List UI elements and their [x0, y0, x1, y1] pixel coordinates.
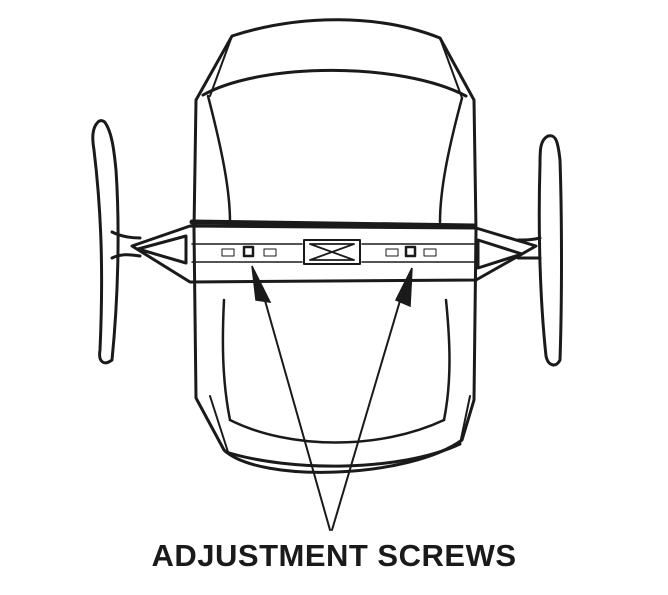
car-body-outline — [192, 18, 478, 474]
pointer-arrowhead-left — [251, 265, 272, 303]
pointer-line-right — [331, 293, 403, 531]
center-target-cross — [309, 243, 355, 261]
rear-corner-right — [459, 395, 471, 445]
center-target-box — [303, 239, 361, 265]
right-triangle-marker — [476, 238, 524, 270]
roof-inner-left — [206, 94, 232, 224]
windshield-front-edge — [201, 68, 468, 98]
rear-corner-left — [209, 395, 229, 453]
fixture-beam-top-edge — [189, 219, 477, 229]
hood-side-right — [439, 37, 463, 99]
hood-side-left — [209, 35, 233, 97]
pointer-line-left — [261, 289, 331, 531]
adjustment-screw-left — [242, 245, 255, 258]
roof-inner-right — [438, 96, 464, 224]
rear-inner-left — [221, 298, 232, 422]
left-triangle-marker — [136, 234, 188, 265]
rear-bumper-line — [224, 442, 462, 468]
pointer-arrowhead-right — [394, 267, 413, 308]
left-arm-connector — [110, 230, 142, 260]
slot-left-1 — [221, 248, 235, 257]
slot-right-2 — [423, 248, 437, 257]
rear-window-edge — [228, 418, 446, 444]
slot-right-1 — [385, 248, 399, 257]
left-arm — [91, 119, 120, 365]
fixture-beam — [130, 224, 538, 284]
slot-left-2 — [263, 248, 277, 257]
rear-inner-right — [442, 298, 451, 422]
right-arm — [537, 134, 563, 367]
adjustment-screws-label: ADJUSTMENT SCREWS — [151, 538, 517, 573]
adjustment-screw-right — [404, 245, 417, 258]
